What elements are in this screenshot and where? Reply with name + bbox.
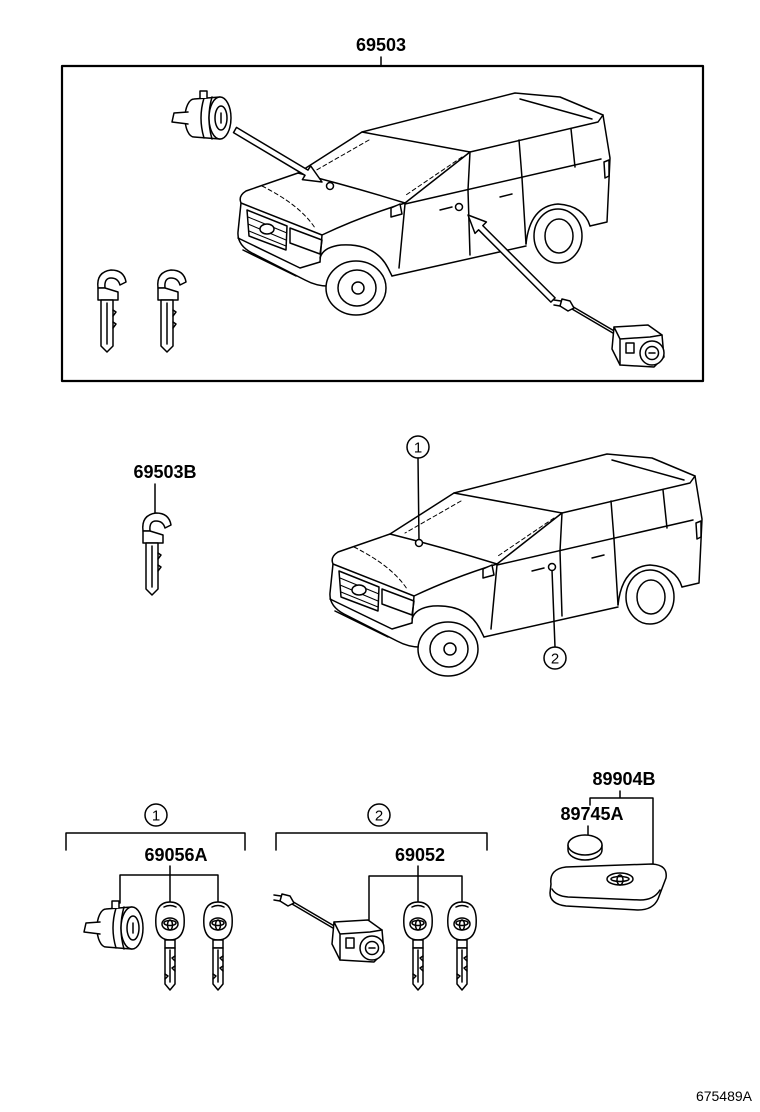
set-1-leader-lines <box>119 865 219 904</box>
set-2-part-number: 69052 <box>395 845 445 865</box>
figure-code: 675489A <box>696 1088 753 1104</box>
arrow-to-door <box>467 214 556 303</box>
key-blank-top-2 <box>157 269 187 353</box>
arrow-to-hood <box>232 126 323 183</box>
vehicle-top <box>237 92 611 316</box>
set-1-bracket <box>65 832 246 851</box>
transmitter-leader-lines <box>589 790 654 866</box>
door-lock-point <box>454 202 464 212</box>
set-2-leader-lines <box>368 865 463 921</box>
door-lock-cylinder-top <box>553 298 665 368</box>
battery-part-number: 89745A <box>560 804 623 824</box>
battery-drawing <box>567 834 603 861</box>
set-2-marker-circle <box>367 803 391 827</box>
set-1-key-1 <box>155 901 185 991</box>
assembly-frame <box>60 64 705 383</box>
key-blank-top-1 <box>97 269 127 353</box>
location-marker-1: 1 <box>414 440 422 457</box>
hood-lock-point <box>325 181 335 191</box>
ignition-cylinder-top <box>171 90 232 140</box>
vehicle-locations <box>329 453 703 677</box>
set-1-marker: 1 <box>152 808 160 825</box>
key-blank-part-number: 69503B <box>133 462 196 482</box>
set-2-bracket <box>275 832 488 851</box>
set-2-door-lock-cylinder <box>273 893 385 963</box>
set-1-key-2 <box>203 901 233 991</box>
transmitter-drawing <box>549 863 667 911</box>
set-2-key-1 <box>403 901 433 991</box>
set-2-key-2 <box>447 901 477 991</box>
set-1-part-number: 69056A <box>144 845 207 865</box>
set-1-ignition-cylinder <box>83 900 144 950</box>
set-1-marker-circle <box>144 803 168 827</box>
location-1-point <box>414 538 424 548</box>
transmitter-part-number: 89904B <box>592 769 655 789</box>
location-2-point <box>547 562 557 572</box>
assembly-part-number: 69503 <box>356 35 406 55</box>
location-marker-2: 2 <box>551 651 559 668</box>
key-blank-single <box>142 512 172 596</box>
location-2-leader-line <box>551 569 556 648</box>
location-1-leader-line <box>417 457 420 542</box>
set-2-marker: 2 <box>375 808 383 825</box>
